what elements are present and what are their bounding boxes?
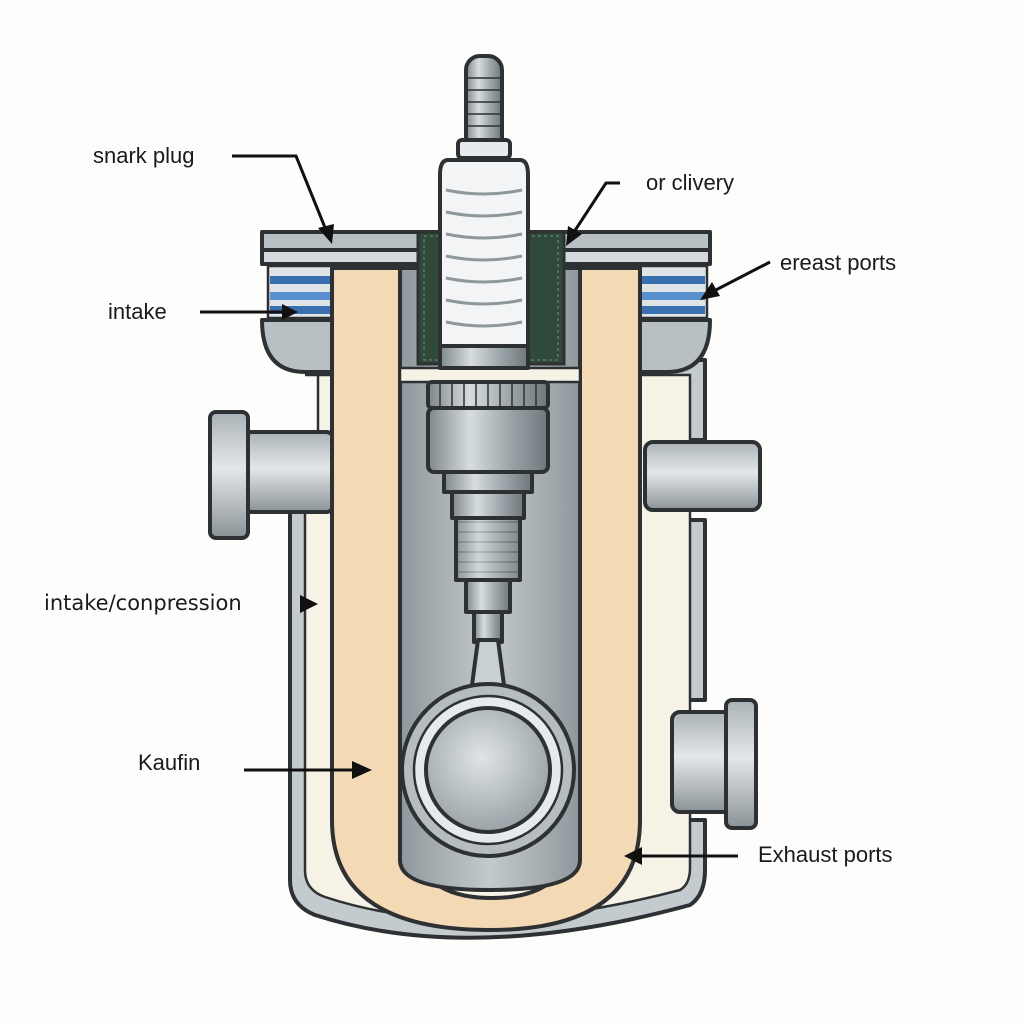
label-kaufin: Kaufin — [138, 750, 200, 775]
spark-plug — [426, 54, 550, 644]
leader-intake-compression — [300, 595, 318, 613]
piston — [400, 682, 576, 858]
right-exhaust-port-lower — [670, 698, 758, 830]
leader-kaufin — [244, 761, 372, 779]
leader-intake — [200, 304, 298, 320]
right-exhaust-port-upper — [643, 440, 762, 512]
leader-exhaust-bottom — [624, 847, 738, 865]
label-intake-compression: intake/conpression — [44, 591, 242, 615]
leader-spark-plug — [232, 154, 334, 244]
leader-delivery — [566, 181, 620, 246]
left-intake-port — [208, 410, 336, 540]
label-exhaust-ports-top: ereast ports — [780, 250, 896, 275]
label-delivery: or clivery — [646, 170, 734, 195]
label-spark-plug: snark plug — [93, 143, 195, 168]
label-exhaust-ports-bottom: Exhaust ports — [758, 842, 893, 867]
label-intake: intake — [108, 299, 167, 324]
leader-exhaust-top — [700, 260, 771, 300]
